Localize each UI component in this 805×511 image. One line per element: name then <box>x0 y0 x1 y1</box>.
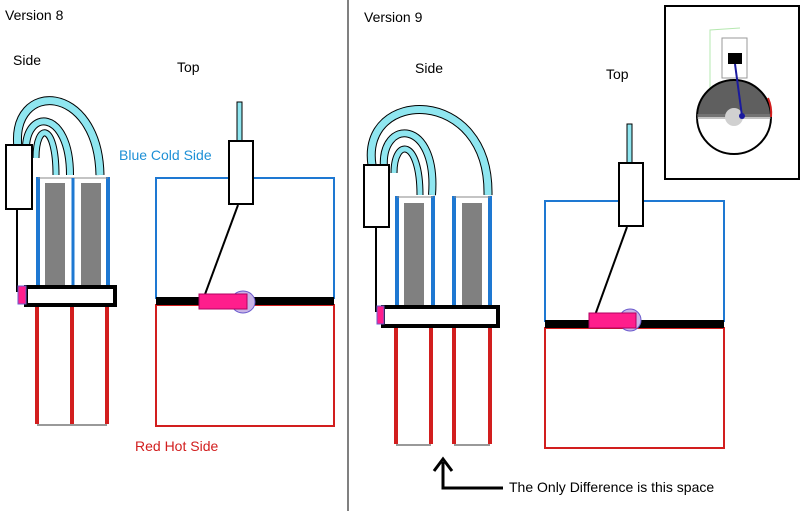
v9-side-label: Side <box>415 60 444 76</box>
v9-top-view <box>544 123 725 449</box>
v8-side-label: Side <box>13 52 42 68</box>
v9-title: Version 9 <box>364 9 423 25</box>
v8-side-view <box>5 96 117 426</box>
v8-top-pump <box>228 140 254 205</box>
v8-top-label: Top <box>177 59 200 75</box>
v9-base-plate <box>381 305 500 328</box>
v9-hot-box <box>544 327 725 449</box>
v9-magnet <box>588 312 637 329</box>
inset-disk-top <box>697 80 771 117</box>
inset-disk-bottom <box>697 117 771 154</box>
v8-pump-box <box>5 144 33 210</box>
v8-gray-block-right <box>81 183 101 293</box>
v8-title: Version 8 <box>5 7 64 23</box>
v8-base-plate <box>24 285 117 307</box>
v8-top-view <box>155 101 335 427</box>
v8-gray-block-left <box>45 183 65 293</box>
difference-arrow <box>441 462 503 490</box>
v9-gray-block-right <box>462 203 482 315</box>
inset-detail <box>664 5 800 180</box>
v9-side-view <box>363 105 503 490</box>
v9-pump-box <box>363 164 390 228</box>
inset-rod <box>734 63 743 117</box>
v9-gray-block-left <box>404 203 424 315</box>
v9-top-label: Top <box>606 66 629 82</box>
v9-top-pump <box>618 162 644 227</box>
difference-label: The Only Difference is this space <box>509 479 715 495</box>
cold-side-label: Blue Cold Side <box>119 147 212 163</box>
v8-magnet <box>198 293 248 310</box>
hot-side-label: Red Hot Side <box>135 438 219 454</box>
v8-hot-box <box>155 304 335 427</box>
